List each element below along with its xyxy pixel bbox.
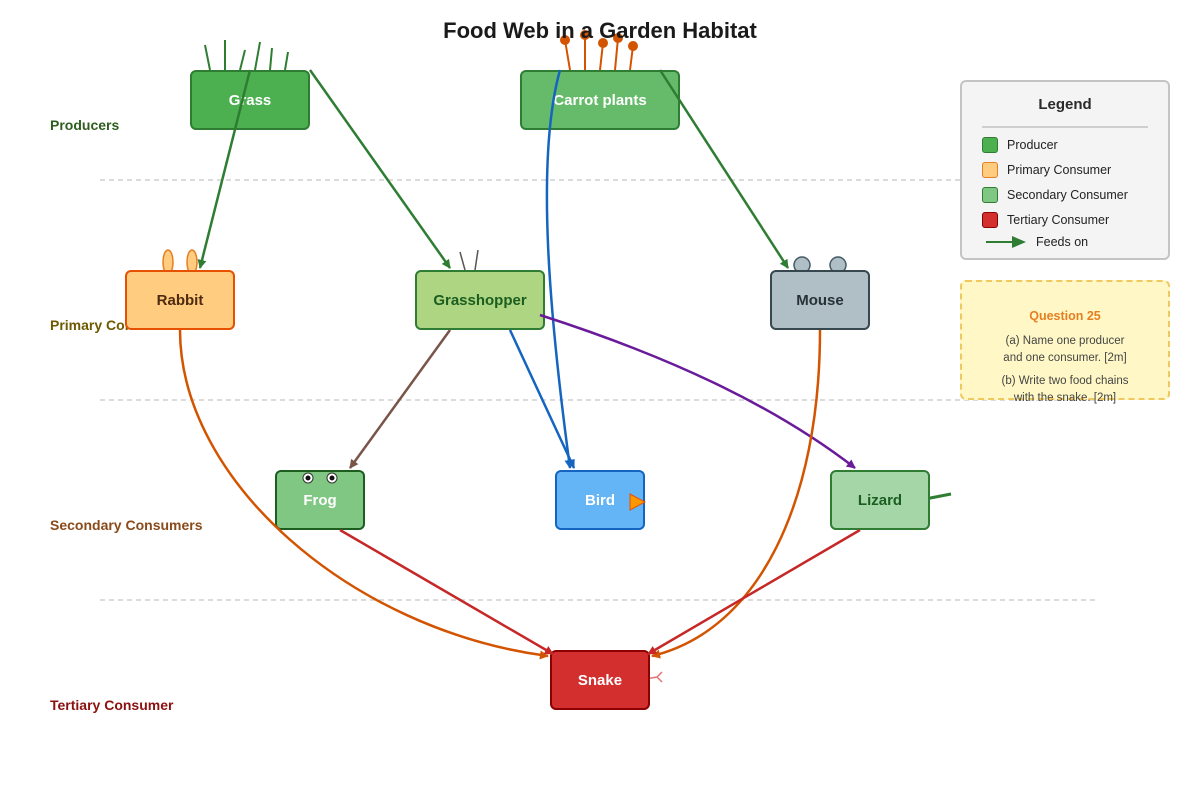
tier-label-tertiary-consumer: Tertiary Consumer xyxy=(50,697,174,713)
node-bird: Bird xyxy=(555,470,645,530)
tertiary-consumer-swatch xyxy=(982,212,998,228)
carrot-stalks-decoration xyxy=(560,30,638,71)
legend-item-secondary-consumer: Secondary Consumer xyxy=(982,187,1128,203)
legend-label: Primary Consumer xyxy=(1007,163,1112,177)
grasshopper-antennae-decoration xyxy=(459,249,479,271)
feeds-on-arrow-icon xyxy=(986,236,1026,248)
legend-item-tertiary-consumer: Tertiary Consumer xyxy=(982,212,1109,228)
question-title: Question 25 xyxy=(1029,309,1101,323)
question-part-a-line-2: and one consumer. [2m] xyxy=(1003,352,1127,364)
secondary-consumer-swatch xyxy=(982,187,998,203)
legend-divider xyxy=(982,126,1148,128)
node-grasshopper: Grasshopper xyxy=(415,270,545,330)
question-part-b-line-2: with the snake. [2m] xyxy=(1013,392,1117,404)
legend-item-feeds-on: Feeds on xyxy=(986,234,1088,250)
primary-consumer-swatch xyxy=(982,162,998,178)
node-rabbit: Rabbit xyxy=(125,270,235,330)
legend-label: Tertiary Consumer xyxy=(1007,213,1110,227)
legend-item-producer: Producer xyxy=(982,137,1058,153)
question-part-b-line-1: (b) Write two food chains xyxy=(1001,375,1129,387)
legend-panel: Legend Producer Primary Consumer Seconda… xyxy=(960,80,1170,260)
legend-title: Legend xyxy=(1038,96,1092,113)
legend-item-primary-consumer: Primary Consumer xyxy=(982,162,1111,178)
node-mouse: Mouse xyxy=(770,270,870,330)
question-part-a-line-1: (a) Name one producer xyxy=(1005,335,1125,347)
tier-label-producers: Producers xyxy=(50,117,120,133)
tier-label-secondary-consumers: Secondary Consumers xyxy=(50,517,203,533)
legend-label: Producer xyxy=(1007,138,1058,152)
node-carrot-plants: Carrot plants xyxy=(520,70,680,130)
node-snake: Snake xyxy=(550,650,650,710)
producer-swatch xyxy=(982,137,998,153)
legend-label: Secondary Consumer xyxy=(1007,188,1128,202)
node-grass: Grass xyxy=(190,70,310,130)
node-lizard: Lizard xyxy=(830,470,930,530)
node-frog: Frog xyxy=(275,470,365,530)
legend-label: Feeds on xyxy=(1036,235,1089,249)
question-box: Question 25 (a) Name one producer and on… xyxy=(960,280,1170,404)
grass-blades-decoration xyxy=(204,40,289,71)
diagram-title: Food Web in a Garden Habitat xyxy=(443,18,757,43)
mouse-ears-decoration xyxy=(793,256,847,274)
